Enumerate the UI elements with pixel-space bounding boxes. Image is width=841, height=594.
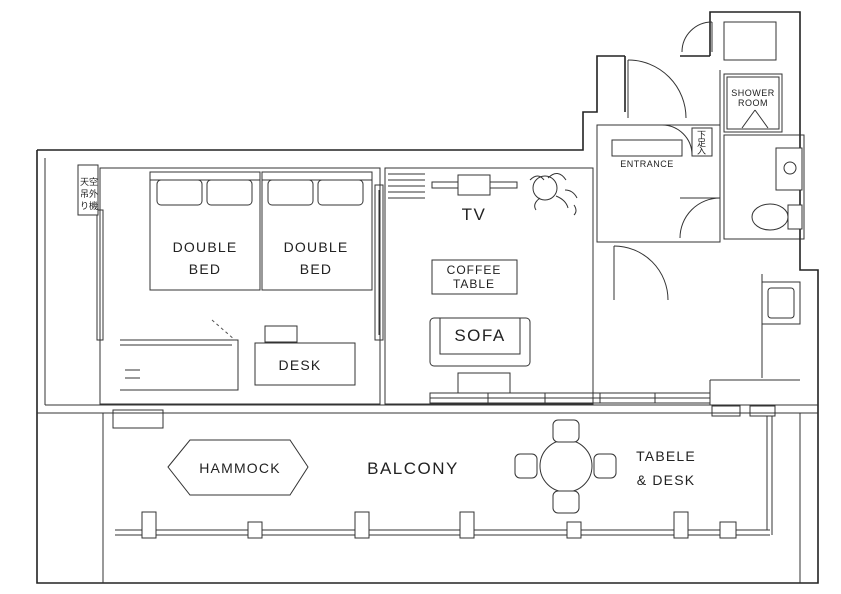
outer-walls — [36, 11, 819, 584]
balcony-rail — [102, 409, 801, 583]
plant-icon — [529, 173, 578, 216]
chair-icon — [552, 419, 580, 443]
table-desk-label-line1: TABELE — [636, 448, 696, 464]
chair-icon — [514, 453, 538, 479]
coffee-table — [431, 259, 518, 295]
top-door — [681, 21, 777, 61]
washbasin-icon — [775, 147, 803, 191]
chair-icon — [593, 453, 617, 479]
double-bed-2 — [261, 171, 373, 291]
pillow-icon — [156, 179, 203, 206]
shoe-note-jp-3: 入 — [697, 146, 706, 157]
tv-unit — [388, 173, 518, 199]
entrance-label-box — [611, 139, 683, 157]
side-note-jp-3: り機 — [80, 200, 98, 212]
side-note-jp-1: 天空 — [80, 176, 98, 188]
pillow-icon — [206, 179, 253, 206]
bed-1-label-line2: BED — [189, 261, 221, 277]
shower-room-label-line2: ROOM — [738, 98, 768, 108]
pillow-icon — [267, 179, 314, 206]
hammock — [167, 439, 309, 496]
shoe-note-jp-1: 下 — [697, 131, 706, 141]
shoe-cabinet — [691, 127, 713, 157]
left-window — [77, 164, 104, 341]
bed-2-label-line2: BED — [300, 261, 332, 277]
round-table — [514, 419, 617, 514]
front-door — [627, 59, 687, 119]
bed-1-label-line1: DOUBLE — [173, 239, 238, 255]
desk-chair-icon — [264, 325, 298, 343]
tv-label: TV — [462, 205, 487, 224]
sliding-partition — [374, 184, 384, 341]
coffee-table-label-line2: TABLE — [453, 277, 495, 291]
entrance-label: ENTRANCE — [620, 159, 674, 169]
desk-area — [120, 319, 356, 391]
outdoor-unit — [711, 405, 741, 417]
side-note-jp-2: 吊外 — [80, 188, 98, 200]
double-bed-1 — [149, 171, 261, 291]
ac-unit-icon — [77, 164, 99, 216]
bed-2-label-line1: DOUBLE — [284, 239, 349, 255]
balcony-label: BALCONY — [367, 459, 459, 478]
side-table — [457, 372, 511, 394]
shoe-note-jp-2: 足 — [697, 138, 706, 149]
pillow-icon — [317, 179, 364, 206]
hammock-label: HAMMOCK — [199, 460, 281, 476]
shower-room-label-line1: SHOWER — [731, 88, 775, 98]
sofa — [429, 317, 531, 367]
toilet-icon — [751, 203, 803, 231]
kitchen-sink-icon — [761, 281, 801, 325]
table-desk-label-line2: & DESK — [637, 472, 696, 488]
entrance-door — [613, 245, 669, 301]
shower-room — [726, 76, 780, 130]
desk-label: DESK — [279, 357, 322, 373]
coffee-table-label-line1: COFFEE — [447, 263, 502, 277]
chair-icon — [552, 490, 580, 514]
balcony-windows — [429, 392, 776, 417]
bath-door — [679, 197, 721, 239]
desk — [254, 342, 356, 386]
sofa-label: SOFA — [454, 326, 505, 345]
